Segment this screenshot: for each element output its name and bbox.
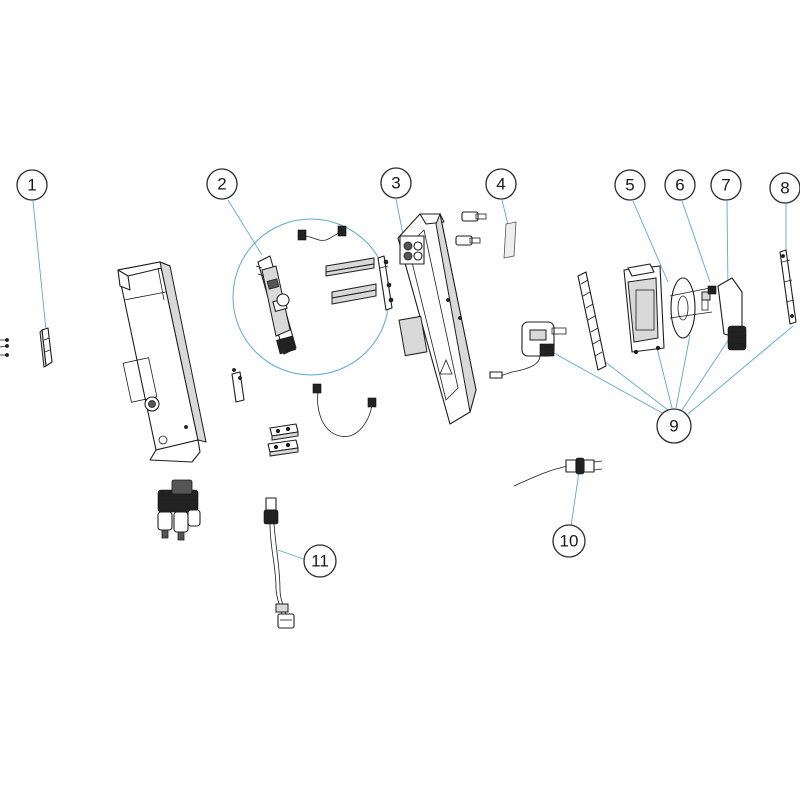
callout-9-label: 9	[669, 417, 678, 436]
callout-8-label: 8	[780, 179, 789, 198]
leader-9e	[681, 329, 736, 411]
leader-5	[632, 200, 669, 283]
callout-1-label: 1	[27, 176, 36, 195]
part-2-pcb	[255, 225, 394, 355]
callout-11: 11	[303, 544, 337, 578]
callout-3: 3	[380, 167, 412, 199]
leader-9c	[654, 339, 673, 409]
callout-7-label: 7	[721, 176, 730, 195]
callout-8: 8	[769, 172, 800, 204]
leader-1	[32, 200, 47, 331]
callout-2-label: 2	[217, 175, 226, 194]
callout-1: 1	[16, 169, 48, 201]
loop-cable	[312, 383, 377, 437]
leader-10	[570, 471, 580, 527]
clip-parts	[231, 368, 299, 457]
callout-6: 6	[664, 169, 696, 201]
main-enclosure	[117, 261, 207, 463]
part-3-front-cover	[397, 212, 477, 425]
leader-9d	[675, 334, 691, 409]
callout-10: 10	[552, 524, 586, 558]
callout-4: 4	[485, 168, 517, 200]
leader-9f	[687, 325, 794, 415]
leader-2	[227, 199, 263, 256]
leader-7	[726, 200, 729, 291]
leader-4	[501, 199, 509, 226]
part-9-assembly	[489, 249, 797, 379]
part-10-sensor	[513, 457, 603, 487]
leader-11	[277, 549, 307, 561]
callout-10-label: 10	[560, 532, 579, 551]
callout-5: 5	[614, 169, 646, 201]
callout-3-label: 3	[391, 174, 400, 193]
connector-block	[157, 479, 201, 541]
screws	[455, 211, 487, 246]
callout-5-label: 5	[625, 176, 634, 195]
callout-7: 7	[710, 169, 742, 201]
leader-9a	[551, 351, 665, 415]
part-1-bracket	[0, 327, 53, 368]
callout-2: 2	[206, 168, 238, 200]
callout-9: 9	[656, 408, 692, 444]
callout-11-label: 11	[311, 552, 329, 571]
leader-6	[681, 200, 711, 283]
leader-9b	[599, 357, 669, 411]
part-4-sheet	[503, 221, 517, 259]
callout-4-label: 4	[496, 175, 505, 194]
callouts: 1 2 3 4 5 6 7 8	[16, 167, 800, 578]
callout-6-label: 6	[675, 176, 684, 195]
part-11-cable	[263, 497, 295, 629]
